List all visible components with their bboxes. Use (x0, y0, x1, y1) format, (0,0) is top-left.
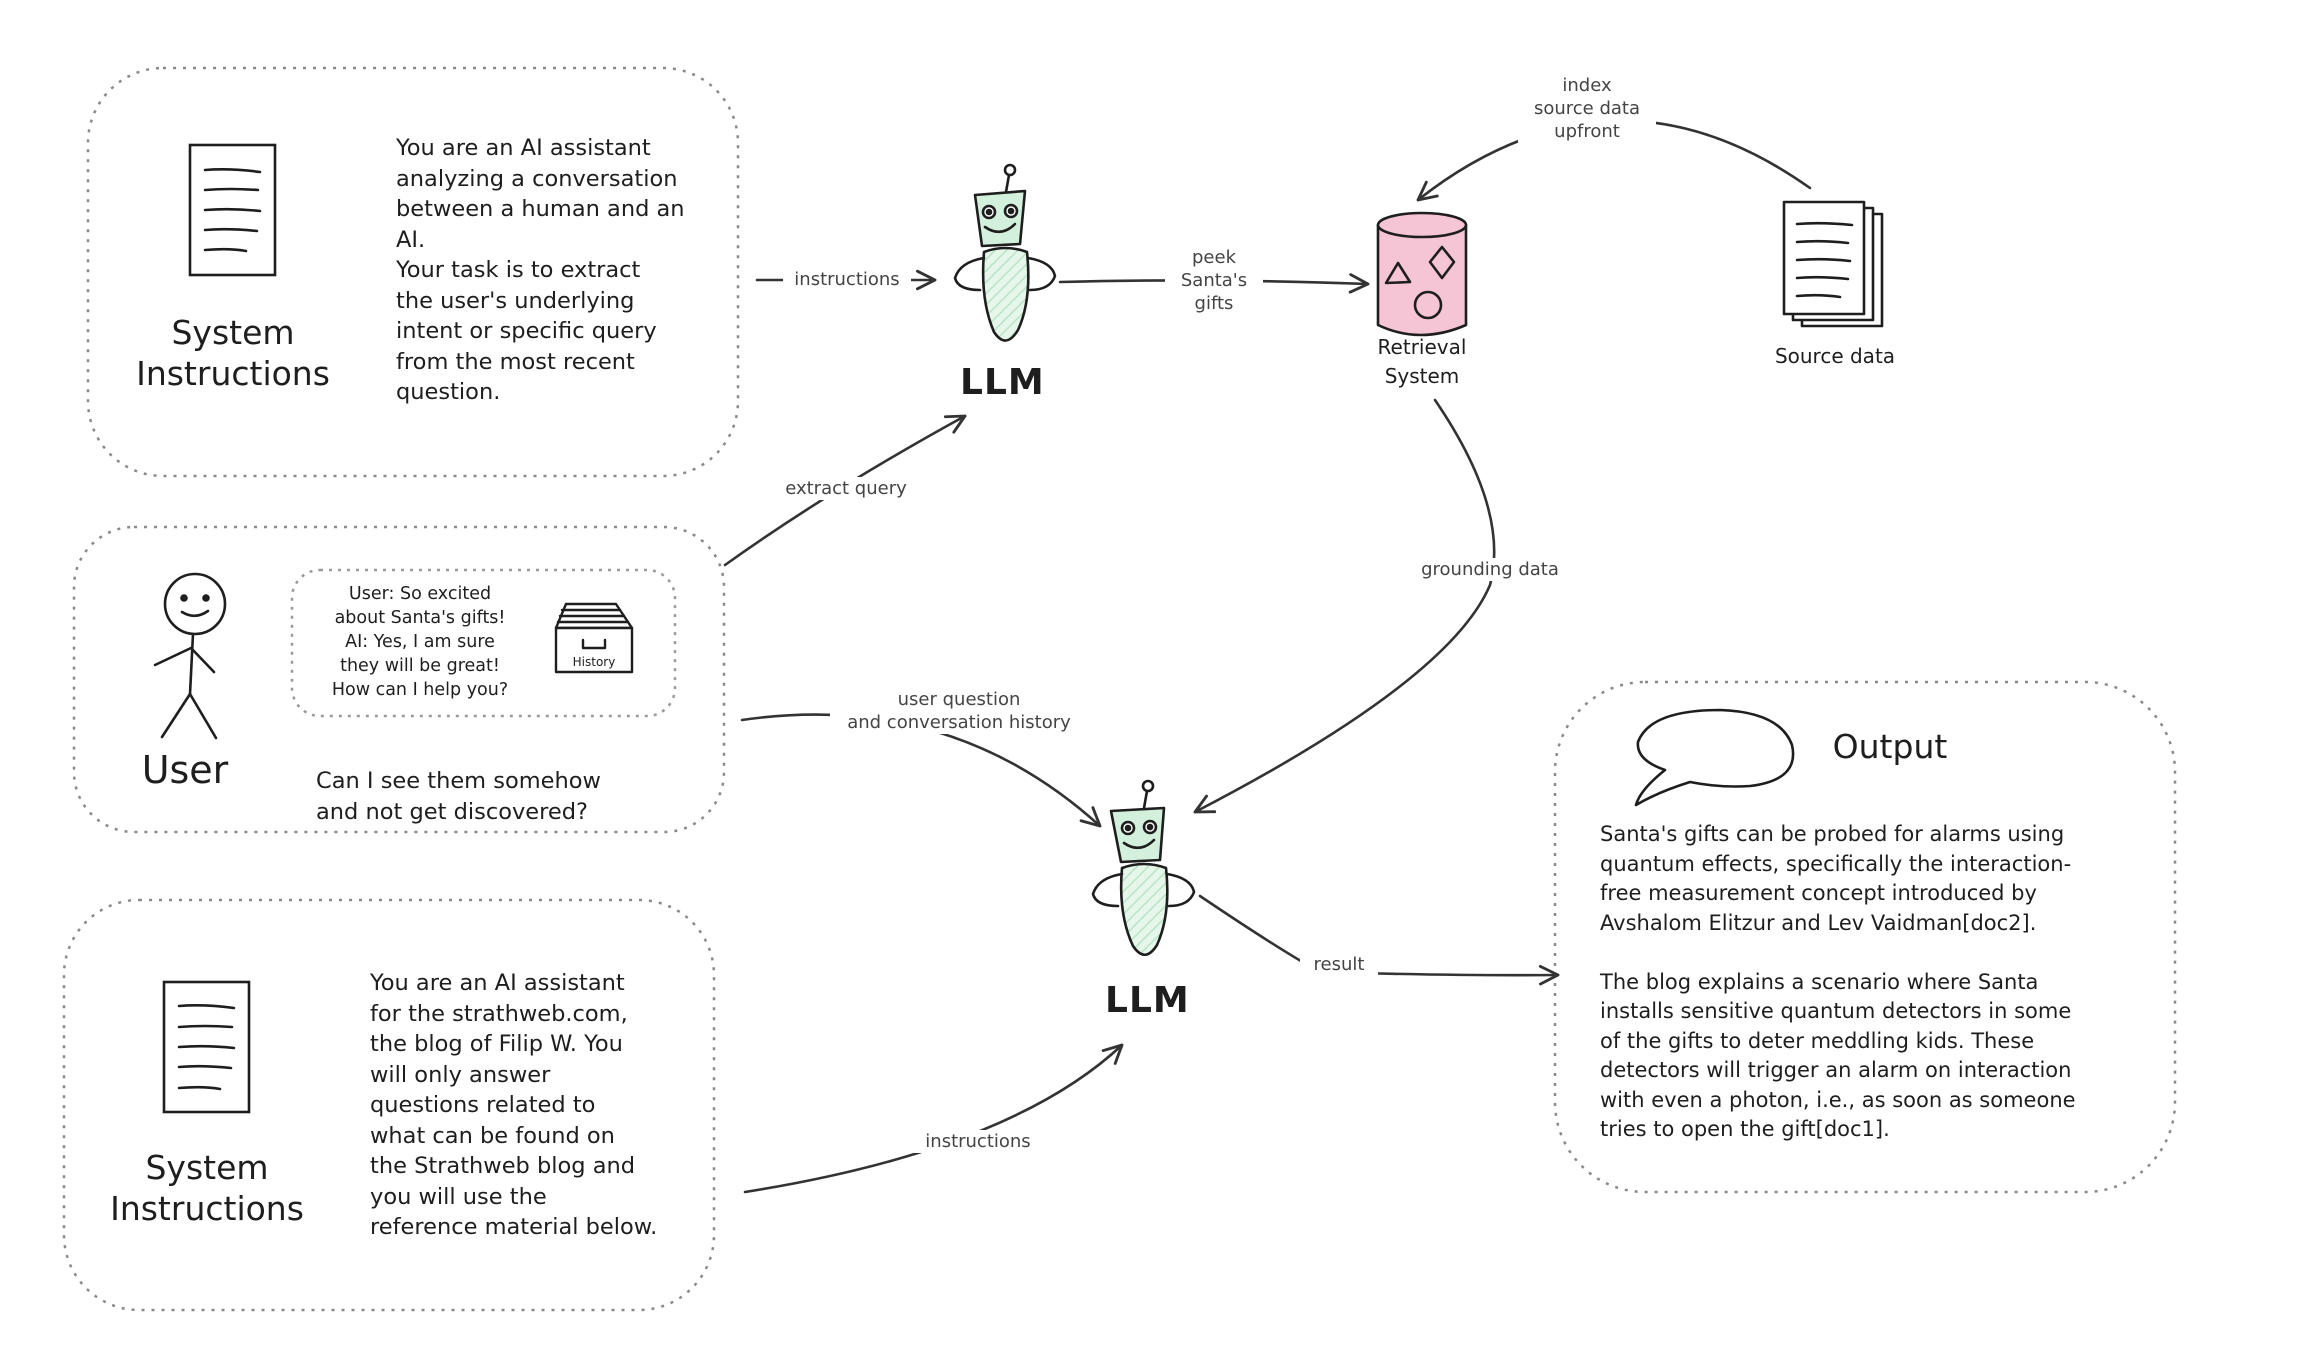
arrow-instructions-bottom (743, 1043, 1124, 1194)
edge-label-result: result (1300, 953, 1378, 976)
document-icon-top (188, 143, 277, 277)
document-icon-bottom (162, 980, 251, 1114)
user-question-text: Can I see them somehow and not get disco… (316, 768, 601, 825)
llm-top-label: LLM (960, 362, 1045, 403)
edge-label-instructions-top: instructions (783, 268, 911, 291)
system-box-top-frame (86, 66, 740, 478)
llm-bottom-label: LLM (1105, 980, 1190, 1021)
user-stick-figure-icon (153, 572, 227, 740)
arrow-grounding (1193, 398, 1496, 814)
retrieval-system-label: Retrieval System (1377, 335, 1467, 388)
edge-label-instructions-bottom: instructions (914, 1130, 1042, 1153)
chat-history-text: User: So excited about Santa's gifts! AI… (331, 584, 509, 700)
history-drawer-label: History (572, 655, 616, 669)
system-instructions-top-text: You are an AI assistant analyzing a conv… (396, 135, 685, 405)
system-instructions-bottom-text: You are an AI assistant for the strathwe… (370, 970, 658, 1240)
edge-label-grounding: grounding data (1406, 558, 1574, 581)
retrieval-system-icon (1376, 211, 1468, 337)
system-instructions-top-title: System Instructions (136, 313, 330, 393)
user-title: User (141, 748, 229, 792)
speech-bubble-icon (1634, 708, 1795, 807)
system-instructions-bottom-title: System Instructions (110, 1148, 304, 1228)
llm-robot-top-icon (953, 163, 1057, 342)
source-data-label: Source data (1774, 344, 1896, 368)
arrow-result (1198, 894, 1560, 986)
source-data-icon (1782, 200, 1884, 328)
edge-label-user-question: user question and conversation history (830, 688, 1088, 734)
chat-history-frame (290, 568, 677, 718)
edge-label-index: index source data upfront (1518, 74, 1656, 143)
edge-label-peek: peek Santa's gifts (1165, 246, 1263, 315)
edge-label-extract-query: extract query (772, 477, 920, 500)
system-box-bottom-frame (62, 898, 716, 1312)
output-title: Output (1832, 727, 1948, 766)
output-text: Santa's gifts can be probed for alarms u… (1600, 822, 2076, 1141)
history-drawer-icon (554, 602, 634, 674)
llm-robot-bottom-icon (1091, 779, 1196, 957)
output-box-frame (1553, 680, 2177, 1194)
